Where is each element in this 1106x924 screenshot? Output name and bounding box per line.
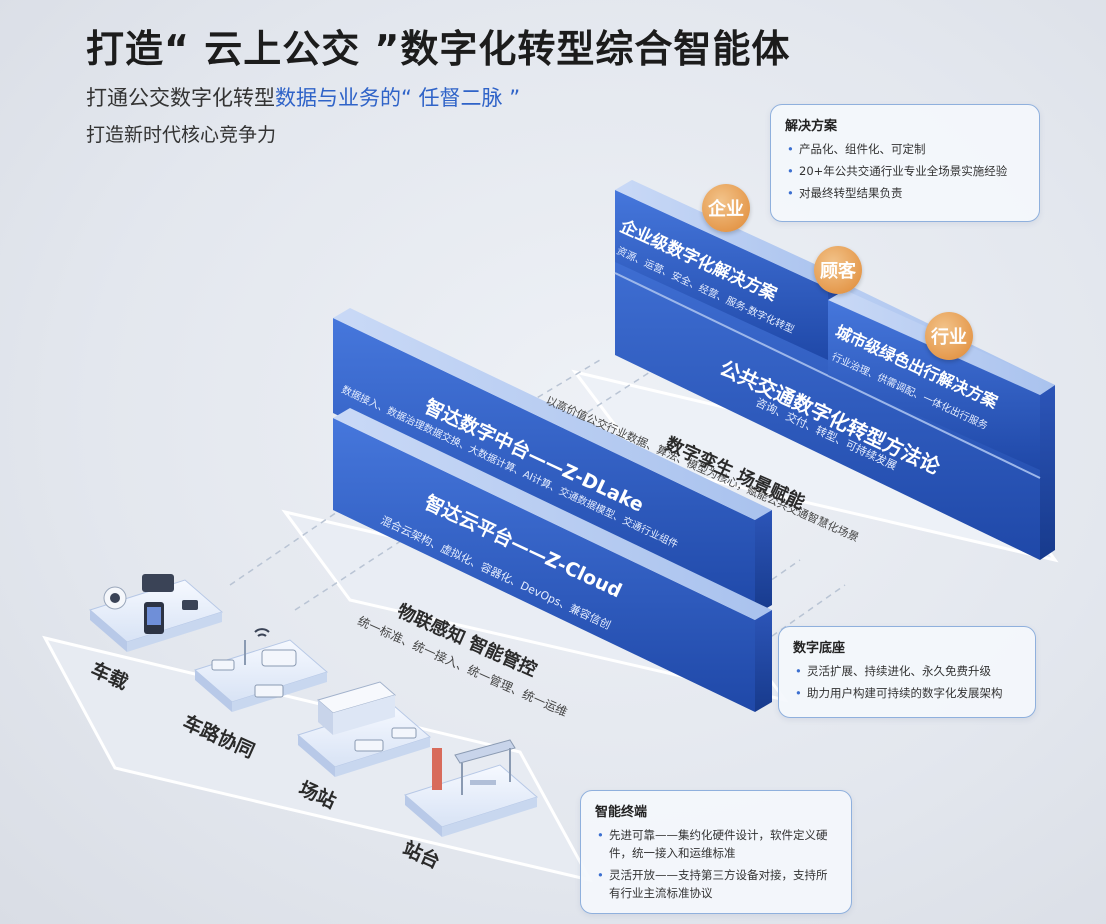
card-solution-title: 解决方案	[785, 119, 838, 134]
subtitle: 打通公交数字化转型数据与业务的“ 任督二脉 ”	[86, 82, 520, 112]
v2x-device	[211, 628, 297, 698]
list-item: 对最终转型结果负责	[785, 184, 1025, 202]
card-solution: 解决方案 产品化、组件化、可定制 20+年公共交通行业专业全场景实施经验 对最终…	[770, 104, 1040, 222]
depot-building	[316, 681, 417, 752]
list-item: 助力用户构建可持续的数字化发展架构	[793, 684, 1021, 702]
list-item: 灵活扩展、持续进化、永久免费升级	[793, 662, 1021, 680]
subtitle-prefix: 打通公交数字化转型	[86, 86, 275, 110]
badge-enterprise: 企业	[702, 184, 750, 232]
subtitle-highlight: 数据与业务的“ 任督二脉 ”	[275, 86, 521, 110]
list-item: 灵活开放——支持第三方设备对接，支持所有行业主流标准协议	[595, 866, 837, 902]
card-solution-list: 产品化、组件化、可定制 20+年公共交通行业专业全场景实施经验 对最终转型结果负…	[785, 140, 1025, 202]
list-item: 20+年公共交通行业专业全场景实施经验	[785, 162, 1025, 180]
list-item: 产品化、组件化、可定制	[785, 140, 1025, 158]
card-base-list: 灵活扩展、持续进化、永久免费升级 助力用户构建可持续的数字化发展架构	[793, 662, 1021, 702]
badge-customer: 顾客	[814, 246, 862, 294]
bus-stop-shelter	[432, 739, 516, 795]
card-terminal-list: 先进可靠——集约化硬件设计，软件定义硬件，统一接入和运维标准 灵活开放——支持第…	[595, 826, 837, 902]
subtitle-2: 打造新时代核心竞争力	[86, 124, 277, 146]
list-item: 先进可靠——集约化硬件设计，软件定义硬件，统一接入和运维标准	[595, 826, 837, 862]
badge-industry: 行业	[925, 312, 973, 360]
page-title: 打造“ 云上公交 ”数字化转型综合智能体	[86, 27, 791, 71]
card-terminal: 智能终端 先进可靠——集约化硬件设计，软件定义硬件，统一接入和运维标准 灵活开放…	[580, 790, 852, 914]
card-terminal-title: 智能终端	[595, 805, 648, 820]
card-base: 数字底座 灵活扩展、持续进化、永久免费升级 助力用户构建可持续的数字化发展架构	[778, 626, 1036, 718]
vehicle-terminal-device	[142, 574, 198, 634]
card-base-title: 数字底座	[793, 641, 846, 656]
camera-device	[103, 586, 127, 610]
